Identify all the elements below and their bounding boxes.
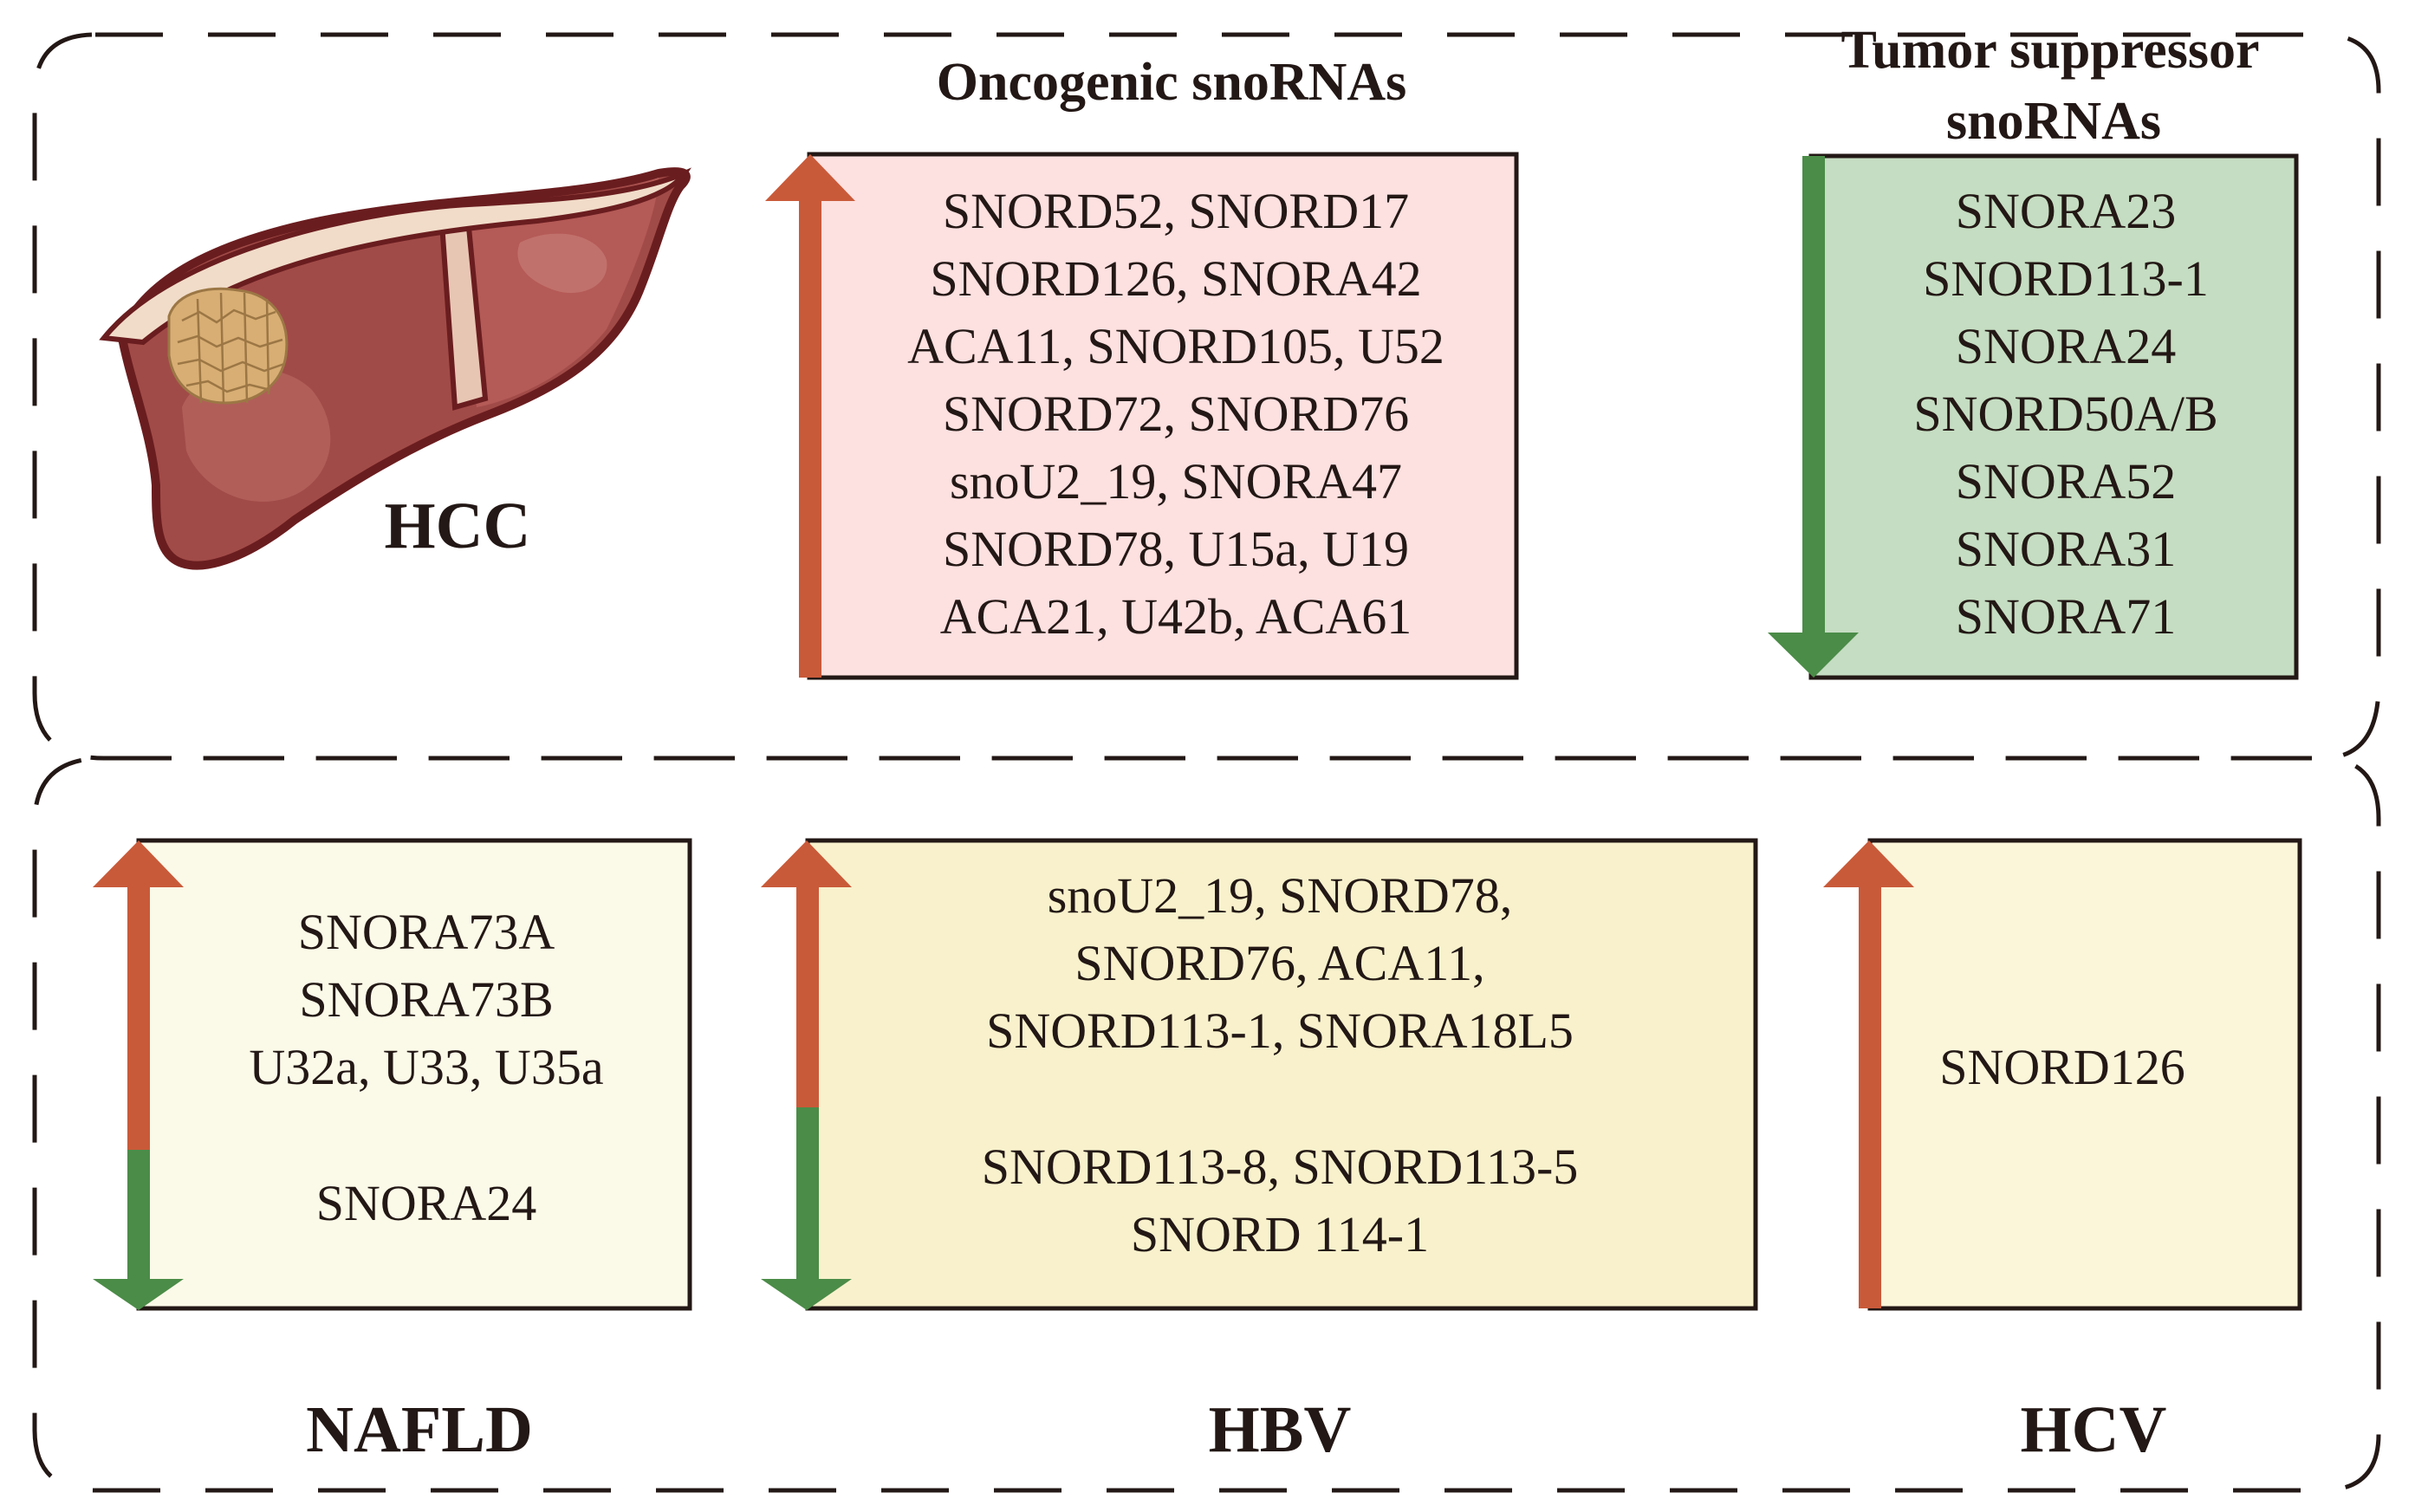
- hbv-down-line: SNORD 114-1: [1131, 1206, 1429, 1262]
- hcv-label: HCV: [2021, 1393, 2167, 1466]
- suppressor-line: SNORA31: [1956, 521, 2177, 577]
- oncogenic-title: Oncogenic snoRNAs: [937, 53, 1407, 112]
- nafld-up-down-arrow: [93, 840, 184, 1310]
- oncogenic-line: ACA11, SNORD105, U52: [907, 318, 1444, 374]
- oncogenic-line: SNORD72, SNORD76: [943, 386, 1409, 442]
- oncogenic-box: [807, 152, 1519, 680]
- nafld-box: [136, 838, 692, 1311]
- suppressor-title-line1: Tumor suppressor: [1841, 21, 2260, 80]
- hcv-up-arrow: [1823, 840, 1914, 1308]
- nafld-label: NAFLD: [306, 1393, 533, 1466]
- nafld-up-line: U32a, U33, U35a: [249, 1039, 603, 1095]
- hcv-list: SNORD126: [1939, 1039, 2185, 1095]
- oncogenic-line: SNORD126, SNORA42: [930, 250, 1421, 307]
- hcv-box: [1867, 838, 2302, 1311]
- nafld-down-line: SNORA24: [316, 1175, 537, 1231]
- hbv-down-line: SNORD113-8, SNORD113-5: [982, 1139, 1579, 1195]
- oncogenic-up-arrow: [765, 154, 855, 678]
- hbv-up-line: SNORD76, ACA11,: [1074, 935, 1484, 991]
- hcc-panel-frame: [32, 32, 2381, 761]
- suppressor-title-line2: snoRNAs: [1946, 92, 2161, 151]
- nafld-up-line: SNORA73B: [299, 971, 553, 1028]
- suppressor-list: SNORA23 SNORD113-1 SNORA24 SNORD50A/B SN…: [1913, 183, 2217, 645]
- hbv-up-down-arrow: [761, 840, 852, 1310]
- liver-with-tumor-icon: [99, 167, 692, 570]
- suppressor-line: SNORA24: [1956, 318, 2177, 374]
- suppressor-line: SNORD50A/B: [1913, 386, 2217, 442]
- hcc-label: HCC: [385, 490, 531, 562]
- oncogenic-line: snoU2_19, SNORA47: [950, 453, 1402, 509]
- nafld-list: SNORA73A SNORA73B U32a, U33, U35a SNORA2…: [249, 904, 603, 1231]
- disease-panel-frame: [32, 756, 2381, 1493]
- oncogenic-list: SNORD52, SNORD17 SNORD126, SNORA42 ACA11…: [907, 183, 1444, 645]
- oncogenic-line: SNORD52, SNORD17: [943, 183, 1409, 239]
- oncogenic-line: ACA21, U42b, ACA61: [940, 588, 1412, 645]
- suppressor-box: [1808, 153, 2299, 680]
- hcv-up-line: SNORD126: [1939, 1039, 2185, 1095]
- suppressor-down-arrow: [1768, 156, 1859, 678]
- suppressor-line: SNORD113-1: [1923, 250, 2209, 307]
- suppressor-title: Tumor suppressor snoRNAs: [1841, 21, 2260, 151]
- hbv-label: HBV: [1209, 1393, 1352, 1466]
- suppressor-line: SNORA52: [1956, 453, 2177, 509]
- suppressor-line: SNORA71: [1956, 588, 2177, 645]
- oncogenic-line: SNORD78, U15a, U19: [943, 521, 1409, 577]
- hbv-up-line: snoU2_19, SNORD78,: [1048, 867, 1513, 924]
- hbv-up-line: SNORD113-1, SNORA18L5: [986, 1003, 1574, 1059]
- nafld-up-line: SNORA73A: [298, 904, 555, 960]
- hbv-box: [805, 838, 1758, 1311]
- hbv-list: snoU2_19, SNORD78, SNORD76, ACA11, SNORD…: [982, 867, 1579, 1262]
- suppressor-line: SNORA23: [1956, 183, 2177, 239]
